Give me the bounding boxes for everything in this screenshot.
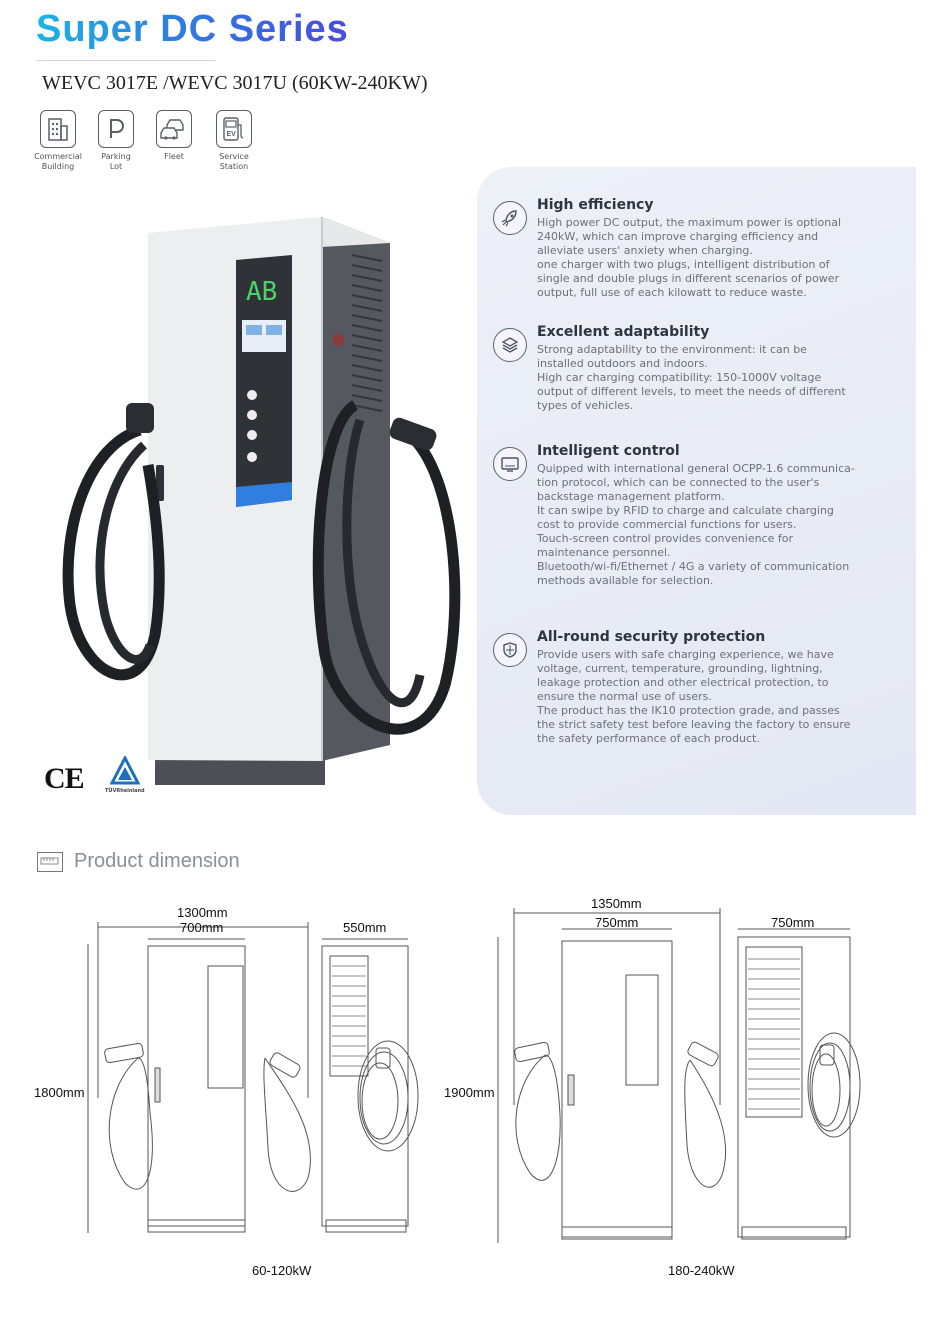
ev-station-icon: EV	[216, 110, 252, 148]
model-subtitle: WEVC 3017E /WEVC 3017U (60KW-240KW)	[42, 72, 428, 94]
dimension-total-width: 1300mm	[177, 905, 228, 920]
feature-paragraph: It can swipe by RFID to charge and calcu…	[537, 504, 834, 531]
feature-paragraph: High power DC output, the maximum power …	[537, 216, 842, 257]
dimension-depth: 550mm	[343, 920, 387, 935]
feature-paragraph: Provide users with safe charging experie…	[537, 648, 834, 703]
feature-title: High efficiency	[537, 197, 654, 213]
monitor-icon	[493, 447, 527, 481]
title-divider	[36, 60, 216, 61]
feature-paragraph: The product has the IK10 protection grad…	[537, 704, 851, 745]
ruler-icon	[37, 852, 63, 872]
dimension-body-width: 750mm	[595, 915, 639, 930]
dimension-section-title: Product dimension	[74, 850, 240, 872]
svg-text:EV: EV	[227, 131, 237, 138]
feature-paragraph: High car charging compatibility: 150-100…	[537, 371, 846, 412]
dimension-drawing-large	[497, 908, 861, 1243]
scenario-label: Building	[41, 162, 75, 171]
dimension-depth: 750mm	[771, 915, 815, 930]
tuv-logo-icon	[110, 756, 140, 785]
shield-icon	[493, 633, 527, 667]
ce-mark: CE	[44, 762, 85, 795]
layers-icon	[493, 328, 527, 362]
scenario-label: Commercial	[34, 152, 82, 161]
page-title: Super DC Series	[36, 8, 349, 50]
building-icon	[40, 110, 76, 148]
dimension-height: 1900mm	[444, 1085, 495, 1100]
feature-paragraph: Strong adaptability to the environment: …	[537, 343, 807, 370]
tuv-label: TÜVRheinland	[105, 788, 145, 794]
feature-paragraph: Bluetooth/wi-fi/Ethernet / 4G a variety …	[537, 560, 850, 587]
scenario-label: Parking	[101, 152, 131, 161]
feature-title: Excellent adaptability	[537, 324, 710, 340]
feature-paragraph: Touch-screen control provides convenienc…	[537, 532, 793, 559]
feature-title: All-round security protection	[537, 629, 766, 645]
charger-product-image: AB	[62, 217, 461, 785]
dimension-drawing-small	[87, 922, 419, 1233]
feature-title: Intelligent control	[537, 443, 680, 459]
scenario-label: Lot	[109, 162, 123, 171]
rocket-icon	[493, 201, 527, 235]
dimension-body-width: 700mm	[180, 920, 224, 935]
feature-paragraph: one charger with two plugs, intelligent …	[537, 258, 840, 299]
dimension-total-width: 1350mm	[591, 896, 642, 911]
parking-icon	[98, 110, 134, 148]
fleet-icon	[156, 110, 192, 148]
dimension-height: 1800mm	[34, 1085, 85, 1100]
scenario-fleet: Fleet	[145, 110, 203, 162]
scenario-label: Station	[219, 162, 249, 171]
dimension-caption: 60-120kW	[252, 1263, 312, 1278]
dimension-caption: 180-240kW	[668, 1263, 735, 1278]
feature-paragraph: Quipped with international general OCPP-…	[537, 462, 855, 503]
features-panel	[477, 167, 916, 815]
scenario-label: Service	[219, 152, 249, 161]
scenario-label: Fleet	[164, 152, 184, 161]
screen-ab-display: AB	[246, 277, 277, 307]
